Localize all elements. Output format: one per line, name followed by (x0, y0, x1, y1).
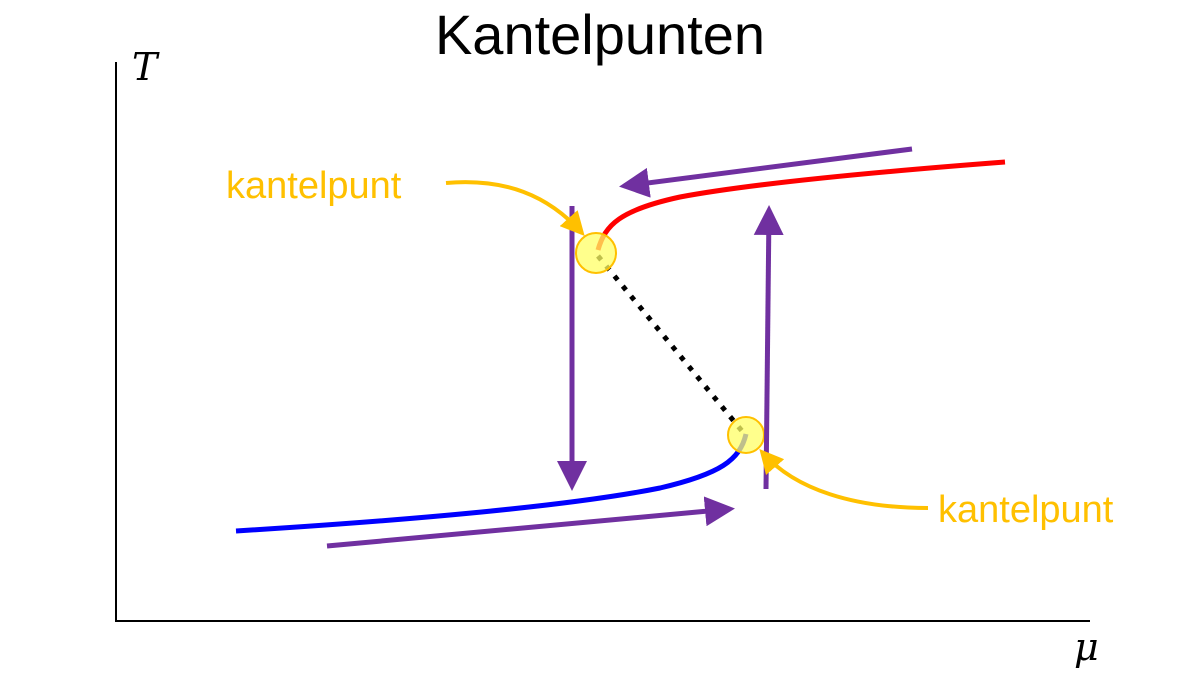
lower-tipping-point-label: kantelpunt (938, 489, 1114, 531)
x-axis-label: μ (1074, 625, 1099, 669)
lower-stable-branch (235, 433, 749, 534)
bottom-path-arrow (326, 496, 735, 549)
lower-pointer-arrow (759, 448, 929, 510)
jump-up-arrow (753, 205, 784, 490)
upper-tipping-point-label: kantelpunt (226, 165, 402, 207)
upper-pointer-arrow (445, 180, 585, 236)
upper-tipping-point-marker (575, 232, 617, 274)
lower-tipping-point-marker (727, 416, 765, 454)
unstable-branch (596, 254, 744, 433)
top-path-arrow (619, 146, 913, 198)
diagram-title: Kantelpunten (434, 3, 766, 66)
upper-stable-branch (595, 159, 1006, 251)
y-axis-label: T (132, 45, 160, 89)
